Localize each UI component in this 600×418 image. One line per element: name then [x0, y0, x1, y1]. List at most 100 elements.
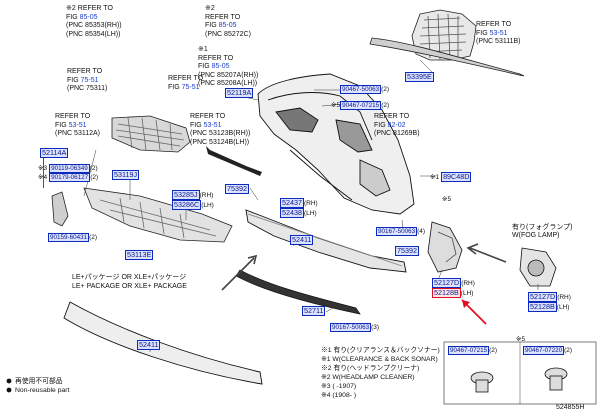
side-rh: (RH): [304, 200, 318, 207]
fig-link[interactable]: 85-05: [218, 22, 237, 29]
part-90467-50063-top: 90467-50063(2): [340, 84, 389, 94]
qty: (4): [417, 228, 426, 235]
part-link[interactable]: 52127D: [528, 292, 558, 302]
legend-2-en: ※2 W(HEADLAMP CLEANER): [321, 374, 415, 381]
part-link[interactable]: 52438: [280, 208, 304, 218]
non-reusable-en: Non-reusable part: [15, 387, 70, 394]
lower-grille-drawing: [83, 187, 233, 243]
part-link[interactable]: 90467-07220: [523, 346, 565, 355]
ref-upper-grille: REFER TO FIG 53-51 (PNC 53112A): [55, 113, 100, 139]
part-link[interactable]: 52711: [302, 306, 326, 316]
part-link[interactable]: 53285J: [172, 190, 200, 200]
part-link[interactable]: 90167-50063: [330, 323, 372, 332]
mark: ※1: [198, 46, 208, 53]
ref-sensor: ※1 REFER TO FIG 85-05 (PNC 85207A(RH)) (…: [198, 46, 258, 89]
qty: (2): [90, 174, 99, 181]
fig-text: FIG: [168, 83, 180, 91]
fig-text: FIG: [476, 29, 488, 37]
side-rh: (RH): [461, 280, 475, 287]
part-53113e: 53113E: [125, 250, 154, 260]
part-link[interactable]: 52119A: [225, 88, 254, 98]
ref-bracket: REFER TO FIG 82-02 (PNC 81269B): [374, 113, 420, 139]
part-link[interactable]: 90179-06127: [49, 173, 91, 182]
fig-link[interactable]: 53-51: [203, 121, 222, 129]
pnc-text: (PNC 53123B(RH)) (PNC 53124B(LH)): [190, 130, 251, 146]
package-bumper-drawing: [63, 301, 263, 385]
fig-link[interactable]: 85-05: [211, 63, 230, 70]
pnc-text: (PNC 85353(RH)) (PNC 85354(LH)): [66, 22, 122, 38]
part-link[interactable]: 52114A: [40, 148, 69, 158]
qty: (2): [564, 347, 573, 354]
arrow-to-spoiler: [221, 254, 258, 291]
qty: (2): [381, 86, 390, 93]
part-link-selected[interactable]: 52128B: [432, 288, 461, 298]
legend-4: ※4 (1908- ): [321, 392, 357, 399]
fog-bezel-drawing: [427, 221, 463, 273]
part-link[interactable]: 52411: [137, 340, 161, 350]
part-link[interactable]: 52411: [290, 235, 314, 245]
part-link[interactable]: 89C48D: [441, 172, 472, 182]
fig-link[interactable]: 75-51: [80, 76, 99, 84]
part-link[interactable]: 90159-60431: [48, 233, 90, 242]
fig-link[interactable]: 75-51: [181, 83, 200, 91]
part-53285j: 53285J(RH): [172, 190, 213, 200]
part-link[interactable]: 90167-50063: [376, 227, 418, 236]
side-lh: (LH): [304, 210, 317, 217]
part-52127d-a: 52127D(RH): [432, 278, 475, 288]
fig-text: FIG: [67, 76, 79, 84]
part-link[interactable]: 75392: [395, 246, 419, 256]
side-bracket-drawing: [51, 191, 69, 227]
part-link[interactable]: 90119-06349: [49, 164, 90, 173]
part-90159-60431: 90159-60431(2): [48, 232, 97, 242]
legend-3: ※3 ( -1907): [321, 383, 357, 390]
qty: (2): [489, 347, 498, 354]
mark: ※3: [38, 165, 48, 172]
mark: ※2: [205, 5, 215, 12]
part-52127d-b: 52127D(RH): [528, 292, 571, 302]
pnc-text: (PNC 53111B): [476, 38, 521, 45]
part-52128b-a: 52128B(LH): [432, 288, 473, 298]
spoiler-strip: [235, 269, 361, 315]
part-link[interactable]: 53113E: [125, 250, 154, 260]
side-lh: (LH): [556, 304, 570, 311]
mark-5-box: ※5: [516, 334, 525, 344]
figure-id: 524855H: [556, 404, 585, 411]
part-90167-50063-b: 90167-50063(3): [330, 322, 379, 332]
ref-text: REFER TO: [198, 54, 234, 62]
part-52711: 52711: [302, 306, 326, 316]
fog-note-en: W(FOG LAMP): [512, 232, 560, 239]
part-link[interactable]: 53395E: [405, 72, 434, 82]
part-link[interactable]: 53286C: [172, 200, 202, 210]
ref-text: REFER TO: [77, 5, 113, 12]
fig-link[interactable]: 53-51: [68, 121, 87, 129]
mark: ※4: [38, 174, 48, 181]
part-52411-b: 52411: [137, 340, 161, 350]
lower-spoiler-drawing: [245, 209, 407, 273]
ref-text: REFER TO: [55, 113, 91, 120]
part-link[interactable]: 52128B: [528, 302, 557, 312]
mark: ※2: [66, 5, 76, 12]
ref-moulding: REFER TO FIG 53-51 (PNC 53123B(RH)) (PNC…: [190, 113, 250, 147]
mark-5-center: ※5: [442, 194, 451, 204]
fig-text: FIG: [205, 22, 217, 29]
non-reusable-mark: [6, 378, 12, 384]
bumper-cover-drawing: [257, 73, 415, 215]
mark: ※5: [516, 336, 526, 343]
fig-link[interactable]: 85-05: [79, 13, 98, 21]
part-link[interactable]: 90467-07215: [340, 101, 382, 110]
part-link[interactable]: 90467-07215: [448, 346, 490, 355]
package-note-jp: LE+パッケージ OR XLE+パッケージ: [72, 274, 187, 281]
fig-text: FIG: [55, 121, 67, 129]
part-link[interactable]: 90467-50063: [340, 85, 382, 94]
part-link[interactable]: 75392: [225, 184, 249, 194]
fig-link[interactable]: 53-51: [489, 29, 508, 37]
part-90467-07215-b: 90467-07215(2): [448, 345, 497, 355]
part-link[interactable]: 52437: [280, 198, 304, 208]
mark: ※5: [442, 196, 452, 203]
part-link[interactable]: 53119J: [112, 170, 140, 180]
fig-link[interactable]: 82-02: [387, 121, 406, 129]
part-link[interactable]: 52127D: [432, 278, 462, 288]
ref-text: REFER TO: [374, 113, 410, 120]
arrow-to-fog: [466, 243, 507, 263]
